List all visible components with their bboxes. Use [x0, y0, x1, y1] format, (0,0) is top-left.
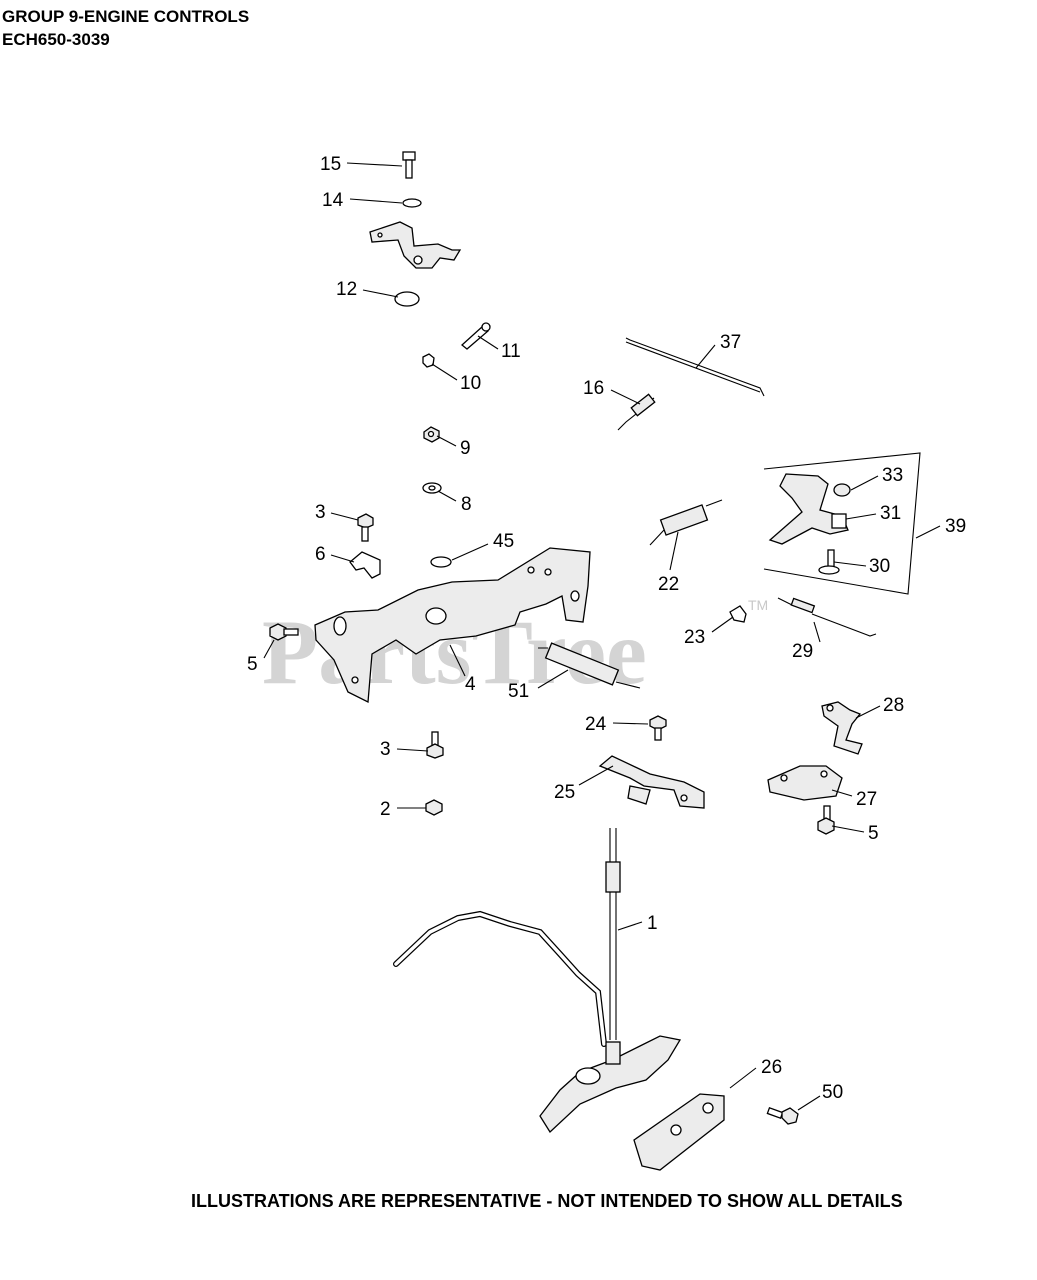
part-5-bolt-left	[269, 623, 299, 641]
part-12-washer	[394, 291, 420, 307]
watermark-trademark: TM	[748, 597, 768, 613]
part-25-bracket	[598, 755, 705, 809]
part-45-washer	[430, 556, 452, 568]
callout-3-lower: 3	[380, 739, 391, 760]
callout-5-left: 5	[247, 654, 258, 675]
part-10-nut	[422, 353, 435, 368]
part-51-spring	[538, 642, 641, 689]
callout-31: 31	[880, 503, 901, 524]
callout-8: 8	[461, 494, 472, 515]
part-4-control-bracket	[314, 547, 591, 704]
part-3-bolt-upper	[357, 513, 374, 542]
callout-29: 29	[792, 641, 813, 662]
callout-27: 27	[856, 789, 877, 810]
part-16-spring	[617, 393, 656, 431]
disclaimer-footer: ILLUSTRATIONS ARE REPRESENTATIVE - NOT I…	[191, 1191, 903, 1211]
callout-4: 4	[465, 674, 476, 695]
part-8-washer	[422, 482, 442, 494]
callout-26: 26	[761, 1057, 782, 1078]
callout-50: 50	[822, 1082, 843, 1103]
part-9-nut	[423, 426, 440, 443]
part-50-bolt	[766, 1106, 799, 1125]
callout-15: 15	[320, 154, 341, 175]
page-header: GROUP 9-ENGINE CONTROLS ECH650-3039	[2, 5, 249, 51]
callout-5-right: 5	[868, 823, 879, 844]
part-6-clip	[349, 551, 381, 579]
callout-25: 25	[554, 782, 575, 803]
callout-11: 11	[501, 341, 521, 362]
part-22-spring	[649, 499, 723, 546]
part-37-link-rod	[625, 337, 765, 397]
part-29-spring	[777, 597, 877, 637]
group-title: GROUP 9-ENGINE CONTROLS	[2, 7, 250, 26]
part-11-pin	[460, 322, 491, 350]
kit-39-outline	[763, 452, 921, 595]
callout-10: 10	[460, 373, 481, 394]
callout-3-upper: 3	[315, 502, 326, 523]
callout-1: 1	[647, 913, 658, 934]
callout-23: 23	[684, 627, 705, 648]
callout-33: 33	[882, 465, 903, 486]
part-33-nut	[833, 483, 851, 497]
part-30-bolt	[818, 549, 840, 575]
part-15-bolt	[402, 151, 416, 179]
callout-37: 37	[720, 332, 741, 353]
callout-9: 9	[460, 438, 471, 459]
part-5-bolt-right	[817, 805, 835, 835]
part-2-nut	[425, 799, 443, 816]
callout-51: 51	[508, 681, 529, 702]
part-14-washer	[402, 198, 422, 208]
leader-lines	[263, 162, 941, 1111]
callout-14: 14	[322, 190, 344, 211]
part-3-bolt-lower	[426, 731, 444, 759]
callout-24: 24	[585, 714, 607, 735]
callout-45: 45	[493, 531, 514, 552]
part-27-plate	[767, 765, 843, 801]
callout-30: 30	[869, 556, 890, 577]
throttle-lever-bracket	[369, 221, 462, 269]
callout-labels: 15 14 12 11 10 37 16 9 8 3 45 6 33 31 39…	[247, 154, 966, 1103]
callout-6: 6	[315, 544, 326, 565]
part-26-plate	[633, 1093, 725, 1171]
callout-2: 2	[380, 799, 391, 820]
part-28-bracket	[821, 701, 863, 755]
callout-39: 39	[945, 516, 966, 537]
callout-16: 16	[583, 378, 604, 399]
part-1-throttle-control	[393, 828, 682, 1134]
part-23-clip	[729, 605, 747, 623]
part-24-bolt	[649, 715, 667, 741]
callout-22: 22	[658, 574, 679, 595]
part-31-governor-lever	[768, 473, 849, 545]
callout-12: 12	[336, 279, 357, 300]
callout-28: 28	[883, 695, 904, 716]
model-code: ECH650-3039	[2, 30, 110, 49]
